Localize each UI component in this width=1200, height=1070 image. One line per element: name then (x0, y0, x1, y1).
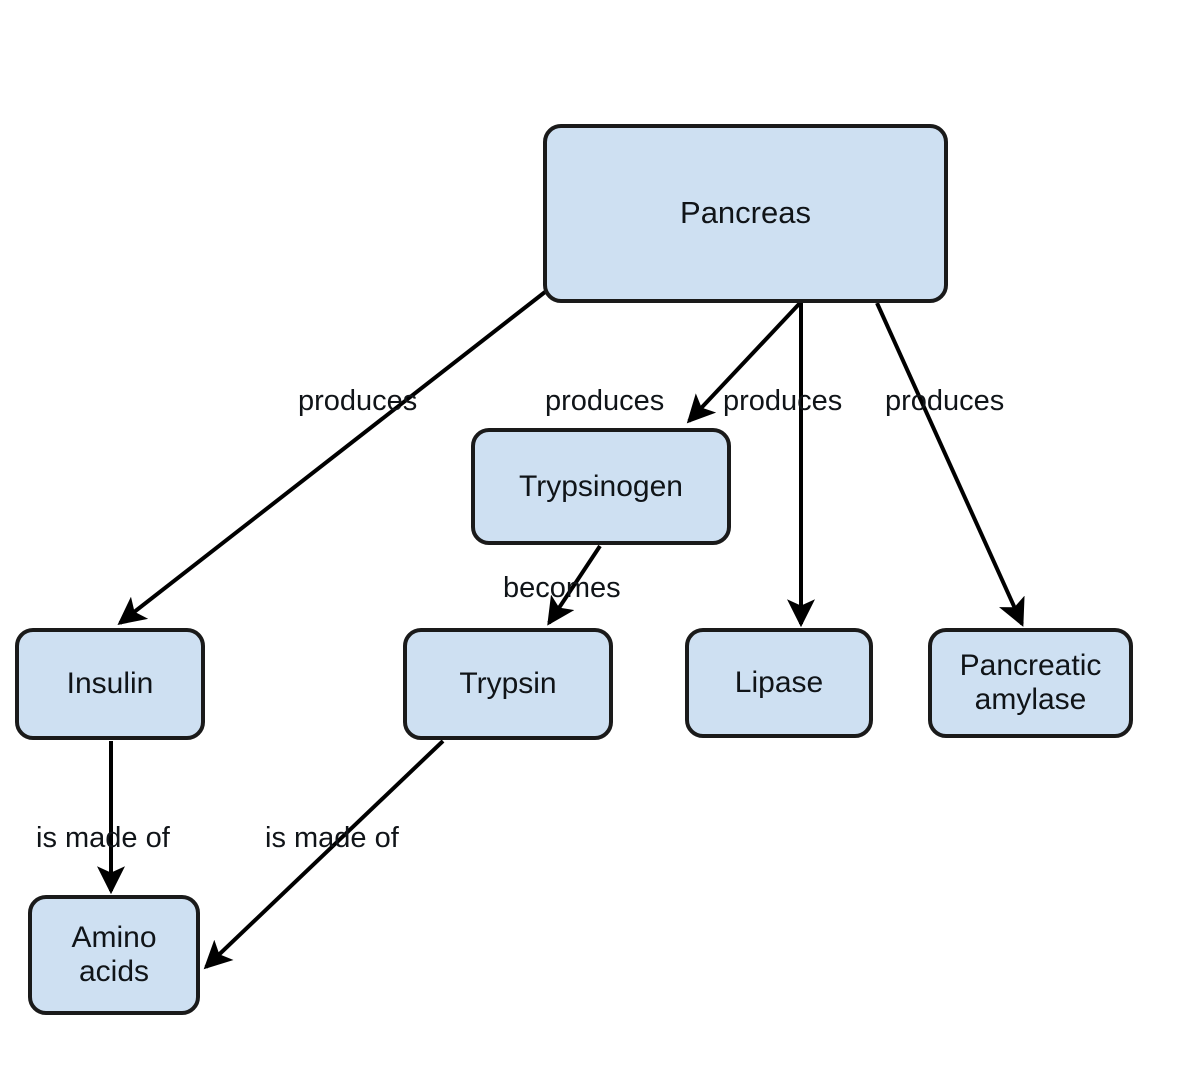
edge-label-produces-amylase: produces (885, 385, 1005, 417)
edge-label-produces-lipase: produces (723, 385, 843, 417)
edge-label-produces-trypsinogen: produces (545, 385, 665, 417)
node-label-pancreas: Pancreas (680, 195, 811, 231)
node-insulin[interactable]: Insulin (15, 628, 205, 740)
edge-label-produces-insulin: produces (298, 385, 418, 417)
edge-label-is-made-of-insulin: is made of (36, 822, 170, 854)
node-pancreas[interactable]: Pancreas (543, 124, 948, 303)
node-trypsinogen[interactable]: Trypsinogen (471, 428, 731, 545)
node-label-trypsin: Trypsin (459, 667, 557, 701)
node-trypsin[interactable]: Trypsin (403, 628, 613, 740)
edge-trypsinogen-to-trypsin (547, 544, 602, 626)
edge-pancreas-to-amylase (875, 302, 1025, 627)
node-pancreatic-amylase[interactable]: Pancreatic amylase (928, 628, 1133, 738)
node-label-amino-acids: Amino acids (71, 921, 157, 988)
edge-pancreas-to-insulin (117, 290, 547, 625)
node-amino-acids[interactable]: Amino acids (28, 895, 200, 1015)
node-label-lipase: Lipase (734, 666, 824, 700)
edge-label-is-made-of-trypsin: is made of (265, 822, 399, 854)
node-label-pancreatic-amylase: Pancreatic amylase (959, 649, 1102, 716)
edge-label-becomes: becomes (503, 572, 621, 604)
edge-pancreas-to-trypsinogen (686, 301, 802, 424)
node-label-insulin: Insulin (66, 667, 154, 701)
edge-trypsin-to-amino (203, 739, 445, 970)
node-label-trypsinogen: Trypsinogen (519, 469, 683, 503)
node-lipase[interactable]: Lipase (685, 628, 873, 738)
